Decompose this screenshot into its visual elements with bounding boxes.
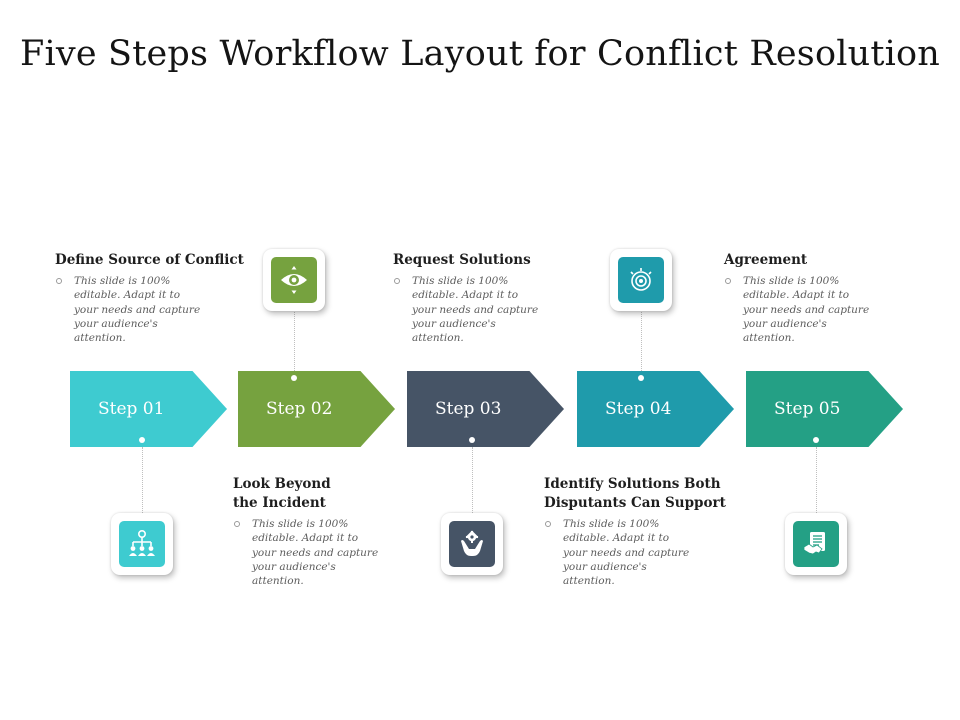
step-heading-04: Request Solutions: [393, 252, 531, 268]
step-body-02: This slide is 100% editable. Adapt it to…: [74, 275, 201, 345]
connector-line-02: [294, 312, 295, 371]
connector-line-05: [816, 447, 817, 513]
step-heading-02: Define Source of Conflict: [55, 252, 244, 268]
step-heading-agreement: Agreement: [724, 252, 808, 268]
step-heading-01: Look Beyond the Incident: [233, 476, 331, 511]
step-arrow-05: Step 05: [746, 371, 903, 447]
connector-dot-02: [291, 375, 297, 381]
hierarchy-icon: [129, 529, 155, 556]
connector-dot-05: [813, 437, 819, 443]
step-text-01: Look Beyond the Incident This slide is 1…: [233, 475, 433, 588]
connector-dot-03: [469, 437, 475, 443]
icon-card-01: [111, 513, 173, 575]
step-body-03: This slide is 100% editable. Adapt it to…: [563, 518, 690, 588]
icon-card-02: [263, 249, 325, 311]
connector-line-01: [142, 447, 143, 513]
step-label-04: Step 04: [604, 399, 672, 419]
step-arrow-01: Step 01: [70, 371, 227, 447]
step-label-03: Step 03: [434, 399, 502, 419]
step-label-05: Step 05: [773, 399, 841, 419]
step-arrow-03: Step 03: [407, 371, 564, 447]
hand-gear-icon: [461, 530, 483, 556]
connector-dot-04: [638, 375, 644, 381]
icon-card-05: [785, 513, 847, 575]
icon-card-04: [610, 249, 672, 311]
eye-icon: [281, 266, 307, 294]
contract-handshake-icon: [803, 532, 825, 555]
step-label-01: Step 01: [97, 399, 165, 419]
step-label-02: Step 02: [265, 399, 333, 419]
step-text-04: Request Solutions This slide is 100% edi…: [393, 251, 593, 345]
step-text-02: Define Source of Conflict This slide is …: [55, 251, 255, 345]
step-body-04: This slide is 100% editable. Adapt it to…: [412, 275, 539, 345]
connector-line-04: [641, 312, 642, 371]
step-arrow-02: Step 02: [238, 371, 395, 447]
step-text-03: Identify Solutions Both Disputants Can S…: [544, 475, 754, 588]
target-gear-icon: [630, 268, 652, 291]
icon-card-03: [441, 513, 503, 575]
step-body-agreement: This slide is 100% editable. Adapt it to…: [743, 275, 870, 345]
connector-dot-01: [139, 437, 145, 443]
step-arrow-04: Step 04: [577, 371, 734, 447]
slide-title: Five Steps Workflow Layout for Conflict …: [19, 34, 941, 74]
step-heading-03: Identify Solutions Both Disputants Can S…: [544, 476, 726, 511]
connector-line-03: [472, 447, 473, 513]
step-body-01: This slide is 100% editable. Adapt it to…: [252, 518, 379, 588]
step-text-agreement: Agreement This slide is 100% editable. A…: [724, 251, 924, 345]
